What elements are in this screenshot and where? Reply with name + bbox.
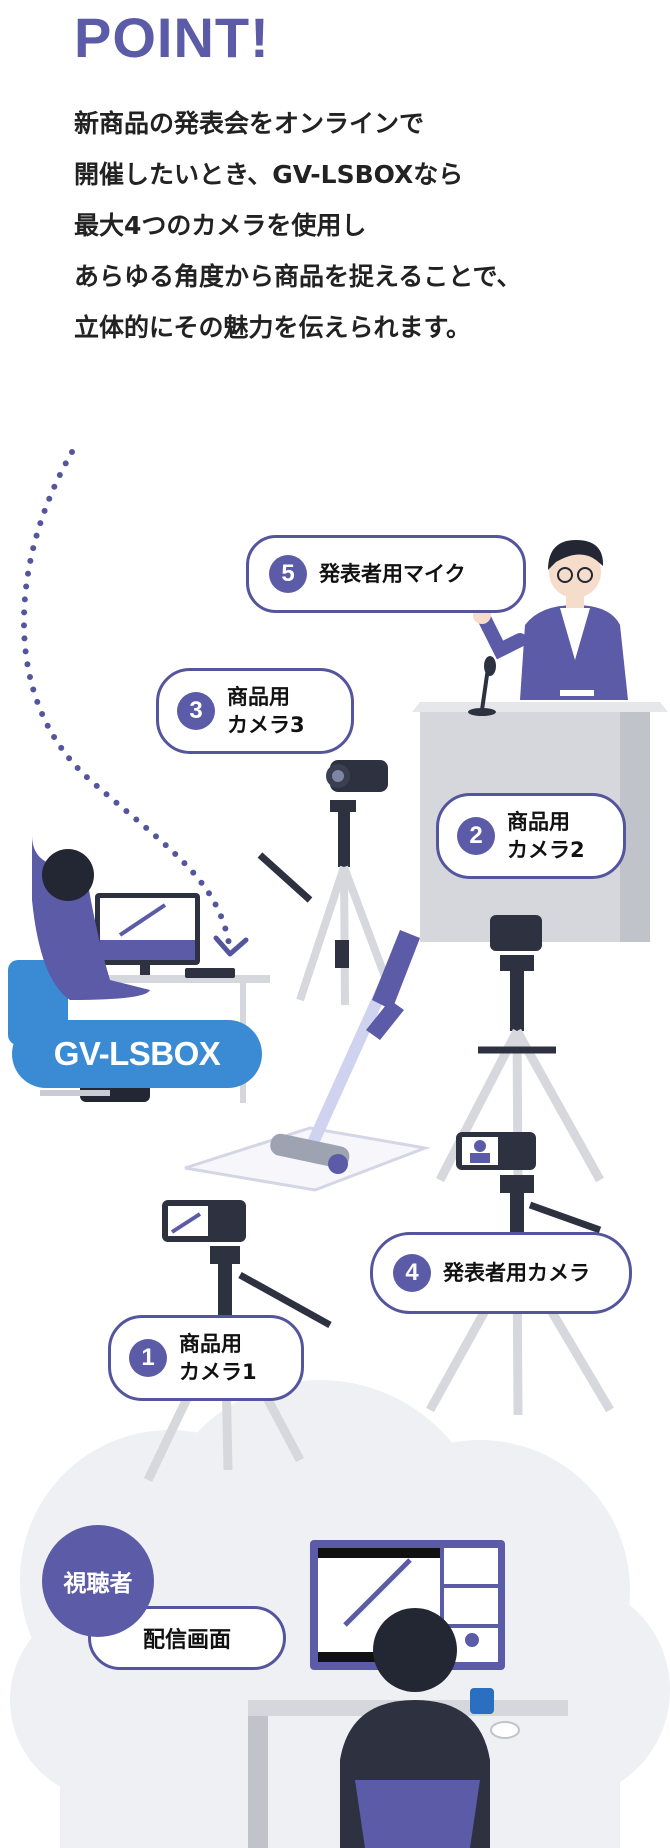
callout-product-camera-3: 3 商品用 カメラ3 (156, 668, 354, 754)
callout-number-1: 1 (129, 1339, 167, 1377)
stream-screen-label: 配信画面 (88, 1606, 286, 1670)
callout-cam2-text: 商品用 カメラ2 (507, 808, 585, 864)
callout-number-5: 5 (269, 555, 307, 593)
callout-cam2-line1: 商品用 (507, 810, 570, 834)
viewer-workstation (248, 1540, 568, 1848)
intro-line-3: 最大4つのカメラを使用し (74, 211, 367, 240)
callout-cam3-line2: カメラ3 (227, 713, 305, 737)
intro-line-1: 新商品の発表会をオンラインで (74, 109, 425, 138)
intro-line-4: あらゆる角度から商品を捉えることで、 (74, 262, 522, 291)
microphone-icon (468, 656, 496, 716)
callout-cam1-text: 商品用 カメラ1 (179, 1330, 257, 1386)
callout-number-2: 2 (457, 817, 495, 855)
callout-number-4: 4 (393, 1254, 431, 1292)
dotted-connection-arc (21, 449, 233, 953)
camera-3-tripod (257, 760, 394, 1006)
callout-cam3-text: 商品用 カメラ3 (227, 683, 305, 739)
camera-2-tripod (436, 915, 604, 1183)
callout-number-3: 3 (177, 692, 215, 730)
callout-cam1-line1: 商品用 (179, 1332, 242, 1356)
callout-cam1-line2: カメラ1 (179, 1360, 257, 1384)
operator-workstation (8, 835, 270, 1103)
intro-line-2: 開催したいとき、GV-LSBOXなら (74, 160, 464, 189)
callout-cam3-line1: 商品用 (227, 685, 290, 709)
gv-lsbox-label: GV-LSBOX (12, 1020, 262, 1088)
point-heading: POINT! (74, 6, 270, 69)
viewer-badge: 視聴者 (42, 1525, 154, 1637)
callout-mic-label: 発表者用マイク (319, 562, 466, 586)
arrow-head-icon (213, 935, 249, 957)
intro-line-5: 立体的にその魅力を伝えられます。 (74, 313, 472, 342)
callout-cam2-line2: カメラ2 (507, 838, 585, 862)
callout-product-camera-2: 2 商品用 カメラ2 (436, 793, 626, 879)
callout-presenter-camera: 4 発表者用カメラ (370, 1232, 632, 1314)
intro-text: 新商品の発表会をオンラインで 開催したいとき、GV-LSBOXなら 最大4つのカ… (74, 98, 654, 353)
callout-cam4-label: 発表者用カメラ (443, 1261, 590, 1285)
callout-presenter-mic: 5 発表者用マイク (246, 535, 526, 613)
callout-product-camera-1: 1 商品用 カメラ1 (108, 1315, 304, 1401)
vacuum-product-illustration (184, 930, 431, 1192)
presenter-figure (473, 540, 628, 700)
